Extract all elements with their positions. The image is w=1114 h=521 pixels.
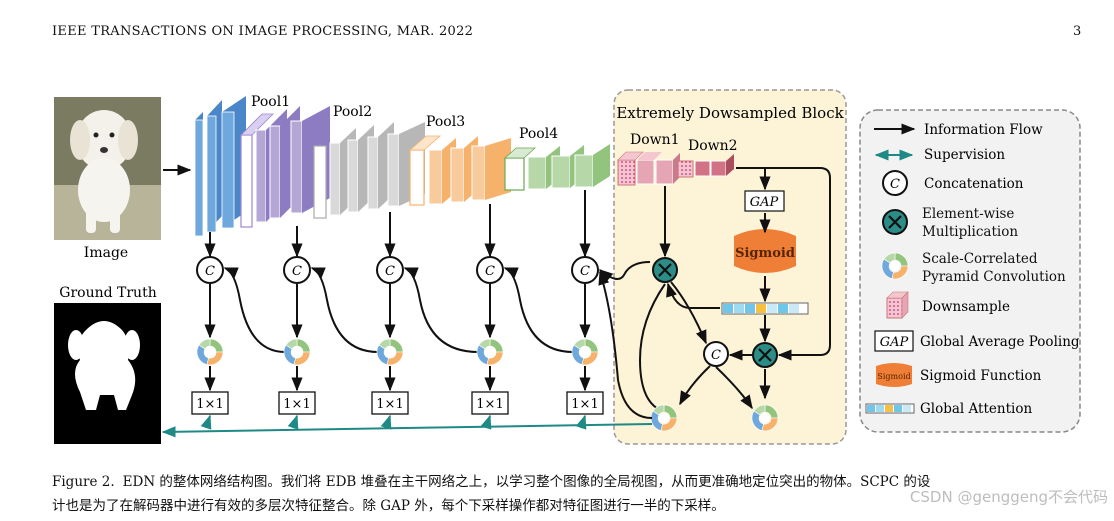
page-number: 3 [1073, 24, 1082, 39]
encoder-stage-2 [240, 106, 330, 228]
svg-text:C: C [205, 264, 215, 279]
legend-supervision: Supervision [874, 147, 1005, 163]
conv1x1-box [566, 391, 604, 415]
scpc-icon [283, 338, 311, 366]
svg-text:Information Flow: Information Flow [924, 122, 1043, 138]
edb-scpc-icon-1 [650, 404, 678, 432]
sigmoid-box [734, 229, 796, 273]
legend-sigmoid: Sigmoid Sigmoid Function [876, 363, 1042, 387]
gap-label: GAP [750, 195, 779, 210]
decoder-column-3: C 1×1 [371, 212, 479, 430]
scpc-icon [476, 338, 504, 366]
concat-node [376, 256, 404, 284]
legend-scpc-label: Scale-Correlated Pyramid Convolution [922, 251, 1066, 285]
pool1-label: Pool1 [251, 94, 290, 110]
svg-text:Supervision: Supervision [924, 147, 1005, 163]
svg-text:Sigmoid: Sigmoid [877, 372, 910, 381]
global-attention-bar [721, 302, 809, 315]
conv1x1-box [191, 391, 229, 415]
concat-node [283, 256, 311, 284]
legend-element-wise: Element-wise Multiplication [882, 206, 1018, 240]
concat-node [571, 256, 599, 284]
journal-header: IEEE TRANSACTIONS ON IMAGE PROCESSING, M… [52, 24, 474, 39]
svg-text:Concatenation: Concatenation [924, 176, 1024, 192]
encoder-stage-1 [194, 96, 246, 237]
csdn-watermark: CSDN @genggeng不会代码 [909, 488, 1108, 506]
concat-node [476, 256, 504, 284]
svg-text:Downsample: Downsample [922, 299, 1010, 315]
legend-global-attention: Global Attention [865, 401, 1032, 417]
figure-caption: Figure 2. EDN 的整体网络结构图。我们将 EDB 堆叠在主干网络之上，… [52, 470, 1112, 518]
legend-downsample: Downsample [886, 291, 1010, 319]
legend-box [859, 109, 1081, 433]
edb-title: Extremely Dowsampled Block [616, 104, 844, 122]
architecture-figure: Image Ground Truth [54, 89, 1081, 445]
gap-box [744, 190, 785, 212]
concat-node [196, 256, 224, 284]
svg-text:1×1: 1×1 [571, 397, 598, 412]
svg-text:C: C [385, 264, 395, 279]
conv1x1-box [471, 391, 509, 415]
down1-label: Down1 [630, 132, 680, 148]
conv1x1-box [371, 391, 409, 415]
multiply-node-1 [652, 257, 678, 283]
svg-text:C: C [292, 264, 302, 279]
svg-text:1×1: 1×1 [283, 397, 310, 412]
decoder-column-2: C 1×1 [278, 226, 379, 430]
caption-line-2: 计也是为了在解码器中进行有效的多层次特征整合。除 GAP 外，每个下采样操作都对… [52, 498, 725, 514]
input-image [54, 97, 161, 240]
svg-text:1×1: 1×1 [476, 397, 503, 412]
svg-text:1×1: 1×1 [196, 397, 223, 412]
encoder-stage-4 [408, 135, 511, 206]
scpc-icon [196, 338, 224, 366]
down2-label: Down2 [688, 138, 738, 154]
svg-text:1×1: 1×1 [376, 397, 403, 412]
ground-truth-image [54, 303, 161, 444]
legend-info-flow: Information Flow [874, 122, 1043, 138]
edb-scpc-icon-2 [751, 404, 779, 432]
decoder-column-5: C 1×1 [566, 190, 604, 430]
svg-text:Sigmoid Function: Sigmoid Function [920, 368, 1042, 384]
svg-text:Global Attention: Global Attention [920, 401, 1032, 417]
decoder-column-1: C 1×1 [191, 232, 286, 430]
encoder-stage-5 [503, 144, 610, 191]
svg-text:GAP: GAP [880, 335, 909, 350]
svg-text:C: C [580, 264, 590, 279]
legend-gap: GAP Global Average Pooling [874, 330, 1080, 352]
svg-text:C: C [890, 177, 900, 192]
ground-truth-label: Ground Truth [59, 285, 156, 301]
pool4-label: Pool4 [519, 126, 558, 142]
encoder-stage-3 [313, 122, 425, 219]
image-label: Image [84, 245, 128, 261]
svg-text:Global Average Pooling: Global Average Pooling [920, 334, 1080, 350]
decoder-column-4: C 1×1 [471, 204, 574, 430]
caption-line-1: EDN 的整体网络结构图。我们将 EDB 堆叠在主干网络之上，以学习整个图像的全… [122, 474, 931, 490]
conv1x1-box [278, 391, 316, 415]
multiply-node-2 [752, 342, 778, 368]
downsample-cubes [617, 151, 734, 186]
svg-text:C: C [711, 348, 721, 363]
scpc-icon [376, 338, 404, 366]
concat-node-edb: C [703, 341, 729, 367]
svg-text:C: C [485, 264, 495, 279]
legend-concatenation: C Concatenation [882, 170, 1024, 196]
pool2-label: Pool2 [333, 104, 372, 120]
caption-label: Figure 2. [52, 474, 115, 490]
scpc-icon [571, 338, 599, 366]
sigmoid-label: Sigmoid [735, 246, 795, 261]
pool3-label: Pool3 [426, 114, 465, 130]
legend-scpc [881, 252, 909, 280]
